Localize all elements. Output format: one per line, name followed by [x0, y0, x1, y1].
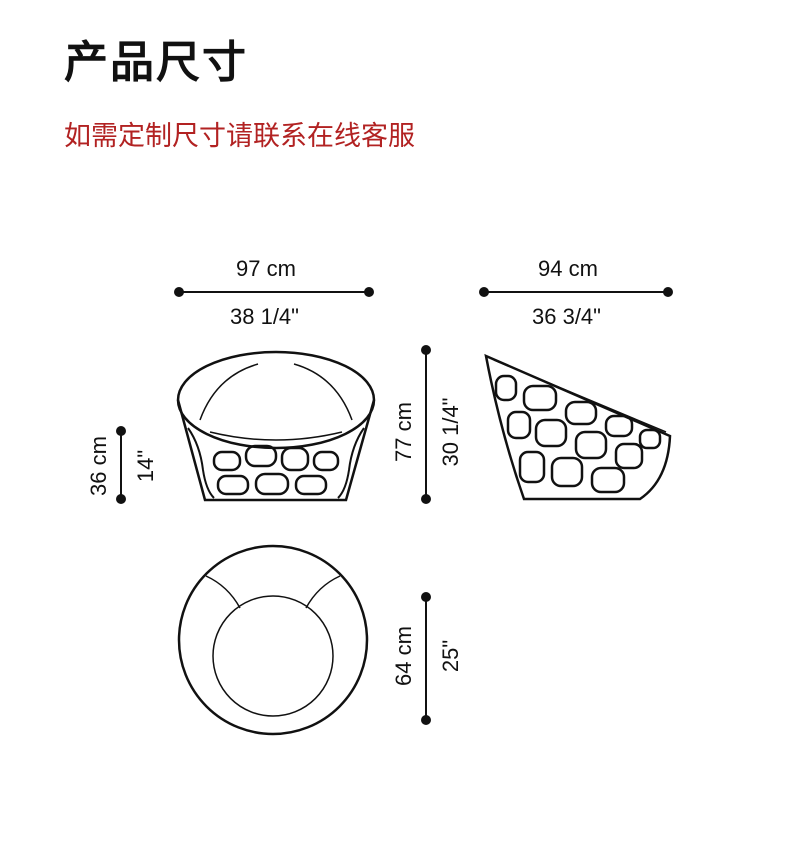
side-depth-imperial-label: 36 3/4"	[532, 304, 601, 329]
chair-front-view	[176, 350, 376, 502]
front-width-metric-label: 97 cm	[236, 256, 296, 281]
chair-side-view	[484, 353, 672, 501]
total-height-imperial-label: 30 1/4"	[438, 397, 463, 467]
side-depth-metric-label: 94 cm	[538, 256, 598, 281]
top-diameter-metric-label: 64 cm	[391, 626, 416, 686]
front-width-imperial-label: 38 1/4"	[230, 304, 299, 329]
top-diameter-imperial-label: 25"	[438, 639, 463, 673]
custom-size-note: 如需定制尺寸请联系在线客服	[64, 121, 415, 152]
chair-top-view	[177, 544, 369, 736]
total-height-metric-label: 77 cm	[391, 402, 416, 462]
page-title: 产品尺寸	[64, 37, 248, 88]
seat-height-metric-label: 36 cm	[86, 436, 111, 496]
seat-height-imperial-label: 14"	[133, 449, 158, 483]
